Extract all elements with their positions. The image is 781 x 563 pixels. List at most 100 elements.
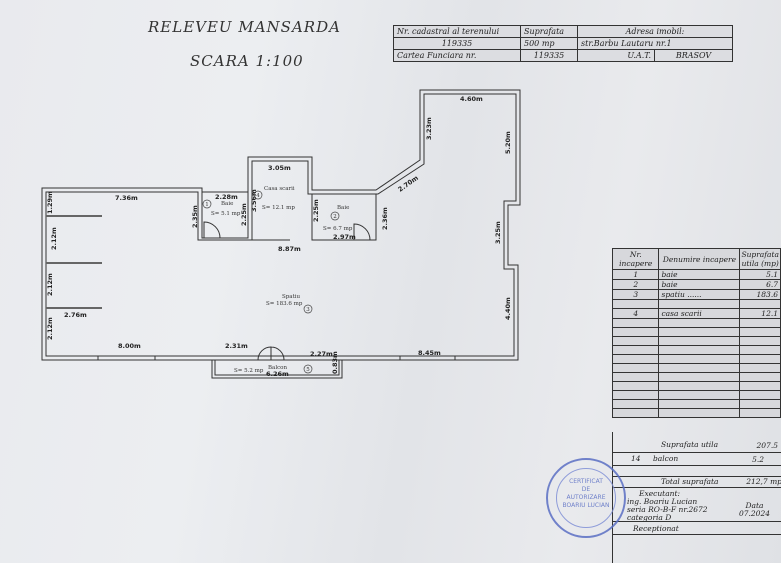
balcony-name: Balcon bbox=[268, 365, 287, 371]
dim-bath2-left: 2.25m bbox=[312, 199, 320, 222]
dim-partition-width: 2.76m bbox=[64, 311, 87, 319]
header-suprafata: Suprafata bbox=[520, 25, 578, 38]
table-row-empty bbox=[611, 408, 781, 418]
balcon-label: balcon bbox=[653, 454, 679, 463]
room-number-2: 2 bbox=[333, 214, 337, 220]
table-row-empty bbox=[611, 390, 781, 400]
room-number-5: 5 bbox=[306, 367, 310, 373]
suprafata-utila-label: Suprafata utila bbox=[661, 440, 719, 449]
receptionat-label: Receptionat bbox=[633, 524, 679, 533]
header-denumire: Denumire incapere bbox=[658, 248, 741, 270]
dim-balcony-width: 6.26m bbox=[266, 370, 289, 378]
balcon-nr: 14 bbox=[631, 454, 641, 463]
header-nr-incapere: Nr. incapere bbox=[611, 248, 660, 270]
row-name bbox=[658, 299, 741, 309]
dim-bath2-width: 2.97m bbox=[333, 233, 356, 241]
suprafata-value: 500 mp bbox=[520, 37, 578, 50]
bath2-area: S= 6.7 mp bbox=[323, 226, 353, 232]
row-name: spatiu ...... bbox=[658, 289, 741, 300]
dim-tower-left: 3.23m bbox=[425, 117, 433, 140]
data-value: 07.2024 bbox=[738, 509, 770, 518]
row-nr: 2 bbox=[611, 279, 660, 290]
table-row-empty bbox=[611, 354, 781, 364]
data-label: Data bbox=[745, 501, 764, 510]
summary-section: Suprafata utila 207.5 14 balcon 5.2 Tota… bbox=[612, 432, 781, 563]
dim-top-left-width: 7.36m bbox=[115, 194, 138, 202]
spatiu-area: S= 183.6 mp bbox=[266, 301, 303, 307]
table-row bbox=[611, 299, 781, 309]
bath1-area: S= 5.1 mp bbox=[211, 211, 241, 217]
dim-balcony-depth: 0.83m bbox=[331, 351, 339, 374]
dim-left-4: 2.12m bbox=[46, 317, 54, 340]
header-carte-funciara: Cartea Funciara nr. bbox=[393, 49, 521, 62]
stamp-line1: CERTIFICAT bbox=[569, 478, 603, 485]
carte-funciara-value: 119335 bbox=[520, 49, 578, 62]
executant-block: Executant: ing. Boariu Lucian seria RO-B… bbox=[627, 490, 708, 522]
stair-area: S= 12.1 mp bbox=[262, 205, 295, 211]
authorization-stamp: CERTIFICAT DE AUTORIZARE BOARIU LUCIAN bbox=[546, 458, 626, 538]
room-number-3: 3 bbox=[306, 307, 310, 313]
dim-tower-top: 4.60m bbox=[460, 95, 483, 103]
dim-bath1-left: 2.35m bbox=[191, 205, 199, 228]
room-number-1: 1 bbox=[205, 202, 209, 208]
table-row-empty bbox=[611, 399, 781, 409]
row-area: 12.1 bbox=[739, 308, 781, 319]
table-row-empty bbox=[611, 363, 781, 373]
dim-right-mid: 3.25m bbox=[494, 221, 502, 244]
header-uat: U.A.T. bbox=[577, 49, 655, 62]
dim-diagonal: 2.70m bbox=[397, 174, 420, 194]
balcony-area: S= 5.2 mp bbox=[234, 368, 264, 374]
row-area bbox=[739, 299, 781, 309]
total-value: 212,7 mp bbox=[746, 477, 781, 486]
dim-left-2: 2.12m bbox=[50, 227, 58, 250]
table-row-empty bbox=[611, 327, 781, 337]
table-row-empty bbox=[611, 381, 781, 391]
dim-bottom-right: 8.45m bbox=[418, 349, 441, 357]
page-title: RELEVEU MANSARDA bbox=[148, 18, 341, 36]
dim-tower-right: 5.20m bbox=[504, 131, 512, 154]
executant-label: Executant: bbox=[639, 489, 681, 498]
balcon-area: 5.2 bbox=[752, 455, 764, 464]
room-number-4: 4 bbox=[256, 193, 260, 199]
spatiu-name: Spatiu bbox=[282, 294, 301, 300]
stair-name: Casa scarii bbox=[264, 186, 295, 192]
total-label: Total suprafata bbox=[661, 477, 719, 486]
rooms-table: Nr. incapere Denumire incapere Suprafata… bbox=[611, 248, 781, 418]
dim-left-3: 2.12m bbox=[46, 273, 54, 296]
executant-name: ing. Boariu Lucian bbox=[627, 497, 698, 506]
dim-bath1-width: 2.28m bbox=[215, 193, 238, 201]
row-nr: 4 bbox=[611, 308, 660, 319]
row-name: baie bbox=[658, 269, 741, 280]
dim-left-1: 1.29m bbox=[46, 191, 54, 214]
header-suprafata-utila: Suprafata utila (mp) bbox=[739, 248, 781, 270]
dim-inner-wall: 8.87m bbox=[278, 245, 301, 253]
dim-bottom-mid-right: 2.27m bbox=[310, 350, 333, 358]
dim-stair-width: 3.05m bbox=[268, 164, 291, 172]
dim-bath1-right: 2.25m bbox=[240, 203, 248, 226]
executant-serie: seria RO-B-F nr.2672 bbox=[627, 505, 708, 514]
executant-categorie: categoria D bbox=[627, 513, 672, 522]
dim-bottom-mid-left: 2.31m bbox=[225, 342, 248, 350]
row-nr: 3 bbox=[611, 289, 660, 300]
stamp-line3: AUTORIZARE bbox=[566, 494, 606, 501]
dim-bottom-left: 8.00m bbox=[118, 342, 141, 350]
stamp-line4: BOARIU LUCIAN bbox=[562, 502, 610, 509]
dim-stair-height: 3.56m bbox=[250, 189, 258, 212]
stamp-line2: DE bbox=[581, 486, 591, 493]
header-adresa: Adresa imobil: bbox=[577, 25, 733, 38]
uat-value: BRASOV bbox=[654, 49, 733, 62]
table-row-empty bbox=[611, 318, 781, 328]
dim-bath2-right: 2.36m bbox=[381, 207, 389, 230]
scale-label: SCARA 1:100 bbox=[190, 52, 304, 70]
nr-cadastral-value: 119335 bbox=[393, 37, 521, 50]
table-row-empty bbox=[611, 336, 781, 346]
header-nr-cadastral: Nr. cadastral al terenului bbox=[393, 25, 521, 38]
row-nr: 1 bbox=[611, 269, 660, 280]
row-name: casa scarii bbox=[658, 308, 741, 319]
row-area: 5.1 bbox=[739, 269, 781, 280]
